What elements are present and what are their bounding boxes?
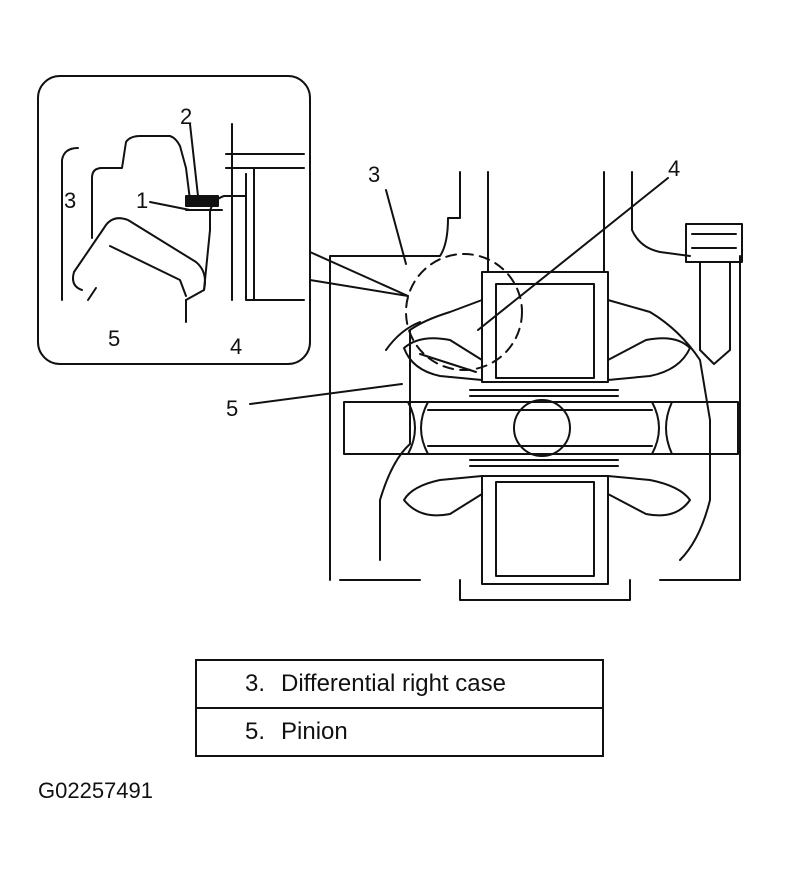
legend-text: Pinion (281, 718, 348, 745)
main-label-4: 4 (668, 156, 680, 181)
main-label-5: 5 (226, 396, 238, 421)
inset-label-1: 1 (136, 188, 148, 213)
inset-label-4: 4 (230, 334, 242, 359)
legend-number: 5. (244, 718, 265, 745)
legend-number: 3. (244, 670, 265, 697)
legend-text: Differential right case (281, 670, 506, 697)
differential-cross-section (249, 171, 743, 601)
inset-detail (37, 75, 311, 365)
legend-row: 5. Pinion (197, 707, 602, 755)
figure-id: G02257491 (38, 778, 153, 803)
inset-label-3: 3 (64, 188, 76, 213)
main-label-3: 3 (368, 162, 380, 187)
legend-row: 3. Differential right case (197, 661, 602, 707)
legend-table: 3. Differential right case 5. Pinion (195, 659, 604, 757)
inset-label-5: 5 (108, 326, 120, 351)
inset-label-2: 2 (180, 104, 192, 129)
